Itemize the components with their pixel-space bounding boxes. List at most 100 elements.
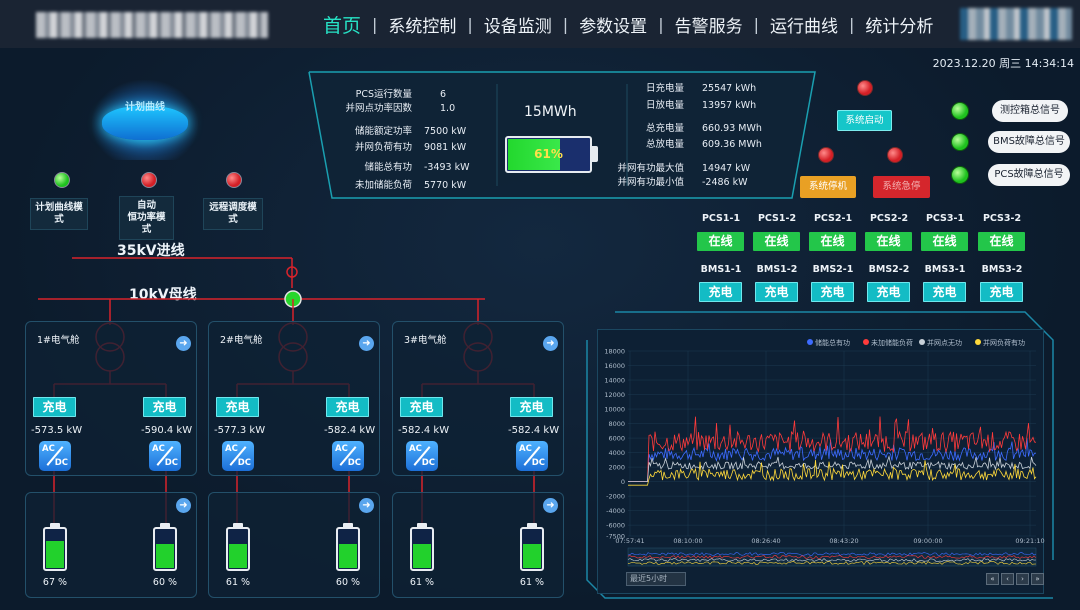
nav-item-3[interactable]: 参数设置 — [579, 16, 648, 37]
bms-status-button[interactable]: 充电 — [867, 282, 910, 302]
chart-svg: 储能总有功未加储能负荷并网点无功并网负荷有功180001600014000120… — [604, 338, 1045, 567]
branch-charge-button[interactable]: 充电 — [326, 397, 369, 417]
summary-value: -2486 kW — [702, 177, 748, 188]
series-line-3 — [628, 459, 1037, 486]
pcs-status-button[interactable]: 在线 — [697, 232, 744, 251]
nav-item-6[interactable]: 统计分析 — [865, 16, 934, 37]
summary-key: 并网点功率因数 — [345, 103, 412, 114]
bms-status-button[interactable]: 充电 — [980, 282, 1023, 302]
emergency-stop-button[interactable]: 系统急停 — [873, 176, 930, 198]
plan-curve-platform[interactable]: 计划曲线 — [92, 80, 198, 160]
x-tick-label: 09:00:00 — [913, 537, 942, 545]
bms-status-button[interactable]: 充电 — [811, 282, 854, 302]
dc-label: DC — [164, 458, 178, 468]
y-tick-label: -6000 — [606, 522, 625, 530]
time-range-select[interactable]: 最近5小时 — [626, 572, 686, 586]
nav-item-4[interactable]: 告警服务 — [674, 16, 743, 37]
capacity-label: 15MWh — [524, 104, 577, 120]
branch-charge-button[interactable]: 充电 — [216, 397, 259, 417]
branch-charge-button[interactable]: 充电 — [143, 397, 186, 417]
summary-value: 5770 kW — [424, 180, 467, 191]
arrow-right-icon[interactable]: ➜ — [359, 336, 374, 351]
y-tick-label: 10000 — [604, 406, 625, 414]
battery-soc-label: 60 % — [152, 577, 178, 588]
branch-power-value: -582.4 kW — [324, 425, 376, 436]
battery-soc-fill — [229, 544, 247, 568]
bms-name: BMS1-2 — [756, 264, 798, 275]
system-start-button[interactable]: 系统启动 — [837, 110, 892, 131]
y-tick-label: -7500 — [606, 533, 625, 541]
battery-icon — [153, 527, 177, 571]
pager-button-0[interactable]: « — [986, 573, 999, 585]
battery-icon — [43, 527, 67, 571]
arrow-right-icon[interactable]: ➜ — [176, 498, 191, 513]
branch-charge-button[interactable]: 充电 — [400, 397, 443, 417]
nav-item-1[interactable]: 系统控制 — [388, 16, 457, 37]
arrow-right-icon[interactable]: ➜ — [543, 498, 558, 513]
branch-charge-button[interactable]: 充电 — [510, 397, 553, 417]
soc-fill — [508, 139, 560, 170]
breaker-light — [284, 290, 302, 308]
pcs-status-button[interactable]: 在线 — [921, 232, 968, 251]
mode-button-label: 远程调度模式 — [209, 202, 257, 225]
summary-left-item: 储能额定功率 7500 kW — [330, 123, 484, 137]
pcs-name: PCS1-2 — [757, 213, 797, 224]
mode-button-0[interactable]: 计划曲线模式 — [30, 198, 88, 230]
x-tick-label: 08:26:40 — [751, 537, 780, 545]
system-stop-button[interactable]: 系统停机 — [800, 176, 856, 198]
dc-label: DC — [347, 458, 361, 468]
datetime: 2023.12.20 周三 14:34:14 — [932, 57, 1074, 70]
summary-key: 储能额定功率 — [354, 126, 412, 137]
mode-button-2[interactable]: 远程调度模式 — [203, 198, 263, 230]
mode-button-label: 自动 — [136, 200, 156, 211]
bms-name: BMS2-2 — [868, 264, 910, 275]
battery-soc-label: 61 % — [519, 577, 545, 588]
nav-item-5[interactable]: 运行曲线 — [769, 16, 838, 37]
bms-status-button[interactable]: 充电 — [923, 282, 966, 302]
pcs-status-button[interactable]: 在线 — [865, 232, 912, 251]
legend-marker — [919, 339, 925, 345]
series-line-0 — [628, 438, 1037, 483]
battery-soc-label: 60 % — [335, 577, 361, 588]
pcs-status-button[interactable]: 在线 — [978, 232, 1025, 251]
pcs-status-button[interactable]: 在线 — [809, 232, 856, 251]
y-tick-label: 4000 — [608, 449, 625, 457]
bms-name: BMS2-1 — [812, 264, 854, 275]
signal-light-2 — [951, 166, 969, 184]
arrow-right-icon[interactable]: ➜ — [543, 336, 558, 351]
nav-item-2[interactable]: 设备监测 — [483, 16, 552, 37]
mode-button-1[interactable]: 自动恒功率模式 — [119, 196, 174, 240]
nav-item-0[interactable]: 首页 — [323, 14, 362, 37]
bms-status-button[interactable]: 充电 — [699, 282, 742, 302]
overview-series — [627, 555, 1037, 559]
stop-status-light — [818, 147, 834, 163]
branch-power-value: -582.4 kW — [508, 425, 560, 436]
pcs-status-button[interactable]: 在线 — [753, 232, 800, 251]
bms-status-button[interactable]: 充电 — [755, 282, 798, 302]
summary-right-item: 并网有功最小值-2486 kW — [614, 174, 772, 188]
summary-value: 7500 kW — [424, 126, 467, 137]
pager-button-2[interactable]: › — [1016, 573, 1029, 585]
arrow-right-icon[interactable]: ➜ — [176, 336, 191, 351]
pager-button-3[interactable]: » — [1031, 573, 1044, 585]
pager-button-1[interactable]: ‹ — [1001, 573, 1014, 585]
battery-icon — [226, 527, 250, 571]
dc-label: DC — [237, 458, 251, 468]
arrow-right-icon[interactable]: ➜ — [359, 498, 374, 513]
nav-separator: | — [562, 14, 569, 34]
ac-label: AC — [519, 444, 532, 454]
overview-series — [627, 552, 1037, 556]
branch-charge-button[interactable]: 充电 — [33, 397, 76, 417]
